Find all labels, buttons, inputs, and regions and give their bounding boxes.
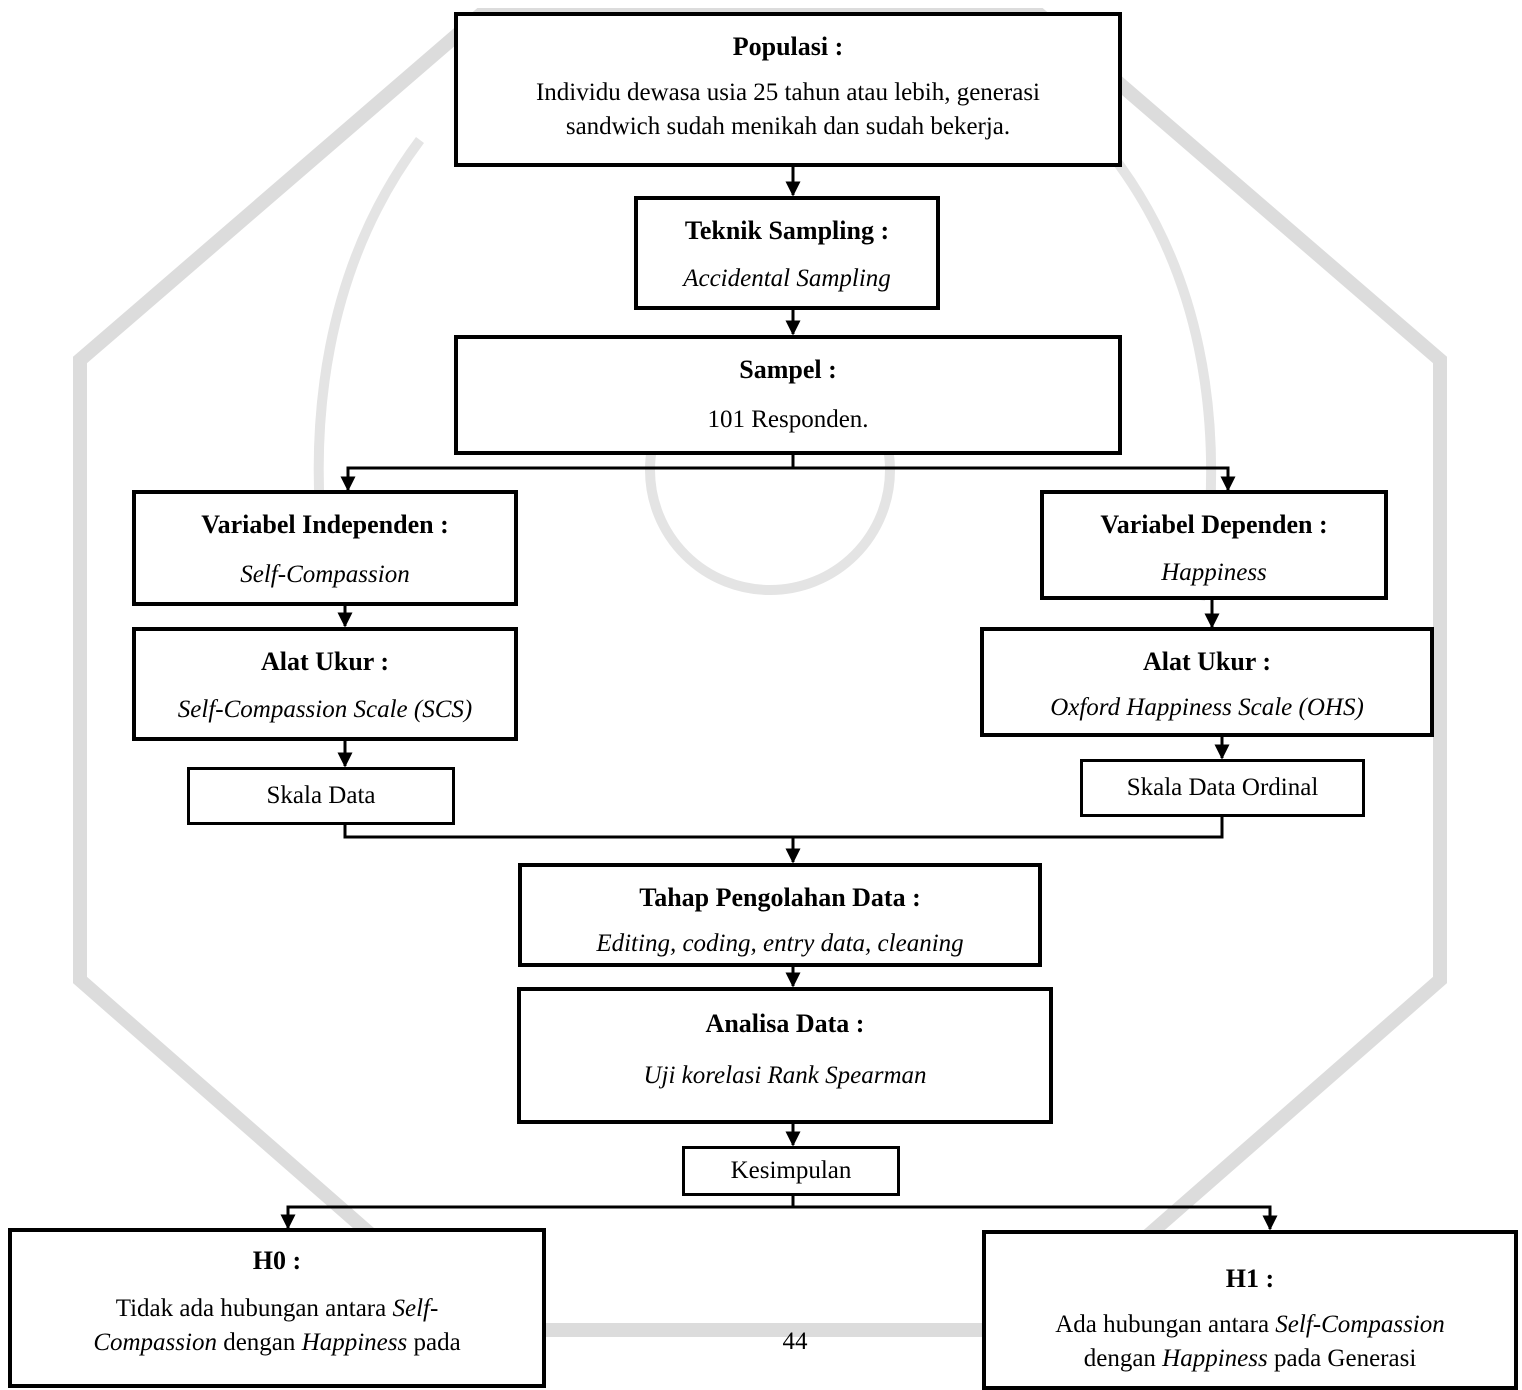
h1-box: H1 : Ada hubungan antara Self-Compassion… <box>982 1230 1518 1390</box>
populasi-title: Populasi : <box>732 32 844 61</box>
alat-ukur-kanan-box: Alat Ukur : Oxford Happiness Scale (OHS) <box>980 627 1434 737</box>
variabel-independen-box: Variabel Independen : Self-Compassion <box>132 490 518 606</box>
pengolahan-data-title: Tahap Pengolahan Data : <box>639 883 921 912</box>
h0-text-part: pada <box>407 1329 461 1356</box>
h1-text: Ada hubungan antara Self-Compassion deng… <box>986 1308 1514 1376</box>
variabel-dependen-text: Happiness <box>1161 559 1267 586</box>
h0-title: H0 : <box>252 1246 302 1275</box>
alat-ukur-kiri-box: Alat Ukur : Self-Compassion Scale (SCS) <box>132 627 518 741</box>
skala-data-kiri-text: Skala Data <box>266 782 376 809</box>
analisa-data-text: Uji korelasi Rank Spearman <box>643 1062 927 1089</box>
sampel-box: Sampel : 101 Responden. <box>454 335 1122 455</box>
sampel-title: Sampel : <box>739 355 837 384</box>
pengolahan-data-text: Editing, coding, entry data, cleaning <box>596 930 964 957</box>
h0-text: Tidak ada hubungan antara Self-Compassio… <box>12 1292 542 1360</box>
analisa-data-title: Analisa Data : <box>705 1009 865 1038</box>
teknik-sampling-box: Teknik Sampling : Accidental Sampling <box>634 196 940 310</box>
merge-line-skala <box>343 817 1224 839</box>
h1-title: H1 : <box>1225 1264 1275 1293</box>
skala-data-kanan-box: Skala Data Ordinal <box>1080 759 1365 817</box>
kesimpulan-text: Kesimpulan <box>730 1157 852 1184</box>
variabel-dependen-box: Variabel Dependen : Happiness <box>1040 490 1388 600</box>
variabel-independen-text: Self-Compassion <box>240 561 410 588</box>
alat-ukur-kanan-text: Oxford Happiness Scale (OHS) <box>1050 694 1364 721</box>
h1-text-part: pada Generasi <box>1267 1345 1417 1372</box>
populasi-box: Populasi : Individu dewasa usia 25 tahun… <box>454 12 1122 167</box>
alat-ukur-kiri-title: Alat Ukur : <box>260 647 390 676</box>
h0-text-part: dengan <box>216 1329 302 1356</box>
teknik-sampling-title: Teknik Sampling : <box>684 216 890 245</box>
sampel-text: 101 Responden. <box>707 406 869 433</box>
analisa-data-box: Analisa Data : Uji korelasi Rank Spearma… <box>517 987 1053 1124</box>
variabel-dependen-title: Variabel Dependen : <box>1100 510 1328 539</box>
h1-text-italic: Happiness <box>1162 1345 1268 1372</box>
h1-text-part: Ada hubungan antara <box>1055 1311 1276 1338</box>
split-line-sampel <box>346 466 1230 489</box>
h0-text-italic: Happiness <box>301 1329 408 1356</box>
split-line-kesimpulan <box>286 1205 1272 1227</box>
h1-text-part: dengan <box>1083 1345 1163 1372</box>
h1-text-italic: Self-Compassion <box>1275 1311 1445 1338</box>
pengolahan-data-box: Tahap Pengolahan Data : Editing, coding,… <box>518 863 1042 967</box>
alat-ukur-kanan-title: Alat Ukur : <box>1142 647 1272 676</box>
h0-text-italic: Self-Compassion <box>93 1295 439 1356</box>
h0-box: H0 : Tidak ada hubungan antara Self-Comp… <box>8 1228 546 1388</box>
page-number: 44 <box>782 1328 808 1355</box>
teknik-sampling-text: Accidental Sampling <box>683 265 891 292</box>
alat-ukur-kiri-text: Self-Compassion Scale (SCS) <box>177 696 473 723</box>
skala-data-kiri-box: Skala Data <box>187 767 455 825</box>
skala-data-kanan-text: Skala Data Ordinal <box>1126 774 1319 801</box>
kesimpulan-box: Kesimpulan <box>682 1146 900 1196</box>
h0-text-part: Tidak ada hubungan antara <box>115 1295 393 1322</box>
populasi-text: Individu dewasa usia 25 tahun atau lebih… <box>535 79 1041 140</box>
variabel-independen-title: Variabel Independen : <box>201 510 449 539</box>
